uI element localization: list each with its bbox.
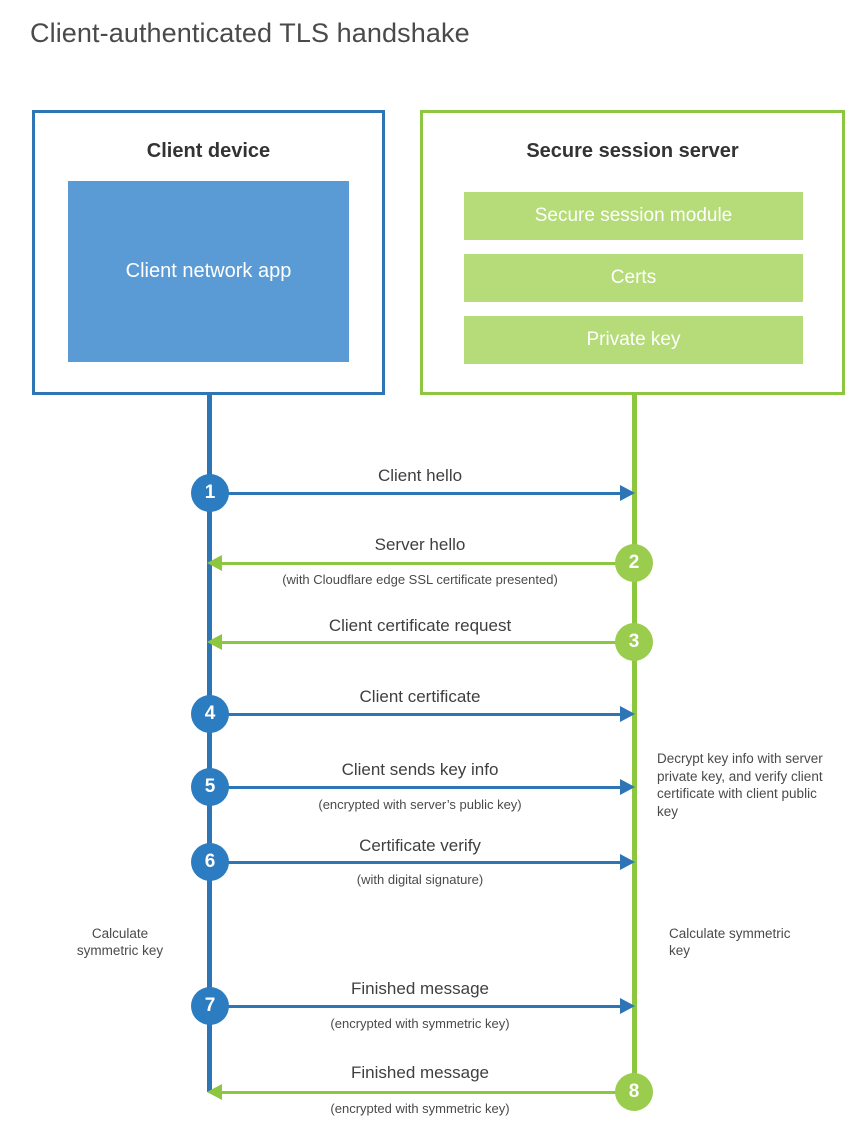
step-4-label: Client certificate: [359, 687, 481, 706]
client-lifeline: [207, 393, 212, 1092]
step-8-label: Finished message: [351, 1063, 489, 1082]
step-5-sublabel: (encrypted with server’s public key): [318, 797, 522, 812]
step-3-arrowhead-left-icon: [207, 634, 222, 650]
step-7-line: [210, 1005, 626, 1008]
server-lifeline: [632, 393, 637, 1092]
step-6-line: [210, 861, 626, 864]
server-calculate-symmetric-key-annotation: Calculate symmetric key: [669, 926, 791, 958]
step-7-arrowhead-right-icon: [620, 998, 635, 1014]
step-5-arrowhead-right-icon: [620, 779, 635, 795]
step-6-sublabel: (with digital signature): [356, 872, 484, 887]
step-8-sublabel: (encrypted with symmetric key): [330, 1101, 510, 1116]
step-2-circle[interactable]: 2: [615, 544, 653, 582]
server-decrypt-annotation: Decrypt key info with server private key…: [657, 751, 823, 819]
step-5-label: Client sends key info: [341, 760, 499, 779]
step-7-circle[interactable]: 7: [191, 987, 229, 1025]
secure-session-server-box: Secure session server Secure session mod…: [420, 110, 845, 395]
secure-session-server-title: Secure session server: [526, 140, 739, 162]
step-6-circle[interactable]: 6: [191, 843, 229, 881]
server-block-private-key: Private key: [464, 316, 803, 364]
step-5-circle[interactable]: 5: [191, 768, 229, 806]
step-2-line: [214, 562, 634, 565]
step-6-arrowhead-right-icon: [620, 854, 635, 870]
step-6-label: Certificate verify: [359, 836, 481, 855]
step-7-sublabel: (encrypted with symmetric key): [330, 1016, 510, 1031]
step-2-arrowhead-left-icon: [207, 555, 222, 571]
step-2-label: Server hello: [374, 535, 466, 554]
page-title: Client-authenticated TLS handshake: [30, 18, 470, 48]
client-network-app-block: Client network app: [68, 181, 349, 362]
client-device-title: Client device: [146, 140, 271, 162]
server-block-secure-session-module: Secure session module: [464, 192, 803, 240]
step-2-sublabel: (with Cloudflare edge SSL certificate pr…: [282, 572, 558, 587]
client-calculate-symmetric-key-annotation: Calculate symmetric key: [76, 926, 164, 958]
step-3-line: [214, 641, 634, 644]
step-4-circle[interactable]: 4: [191, 695, 229, 733]
step-5-line: [210, 786, 626, 789]
step-4-line: [210, 713, 626, 716]
step-4-arrowhead-right-icon: [620, 706, 635, 722]
step-3-circle[interactable]: 3: [615, 623, 653, 661]
step-1-circle[interactable]: 1: [191, 474, 229, 512]
step-8-circle[interactable]: 8: [615, 1073, 653, 1111]
step-8-line: [214, 1091, 634, 1094]
server-block-certs: Certs: [464, 254, 803, 302]
client-device-box: Client device Client network app: [32, 110, 385, 395]
step-3-label: Client certificate request: [328, 616, 512, 635]
step-1-label: Client hello: [377, 466, 463, 485]
step-7-label: Finished message: [351, 979, 489, 998]
step-8-arrowhead-left-icon: [207, 1084, 222, 1100]
step-1-arrowhead-right-icon: [620, 485, 635, 501]
step-1-line: [210, 492, 626, 495]
